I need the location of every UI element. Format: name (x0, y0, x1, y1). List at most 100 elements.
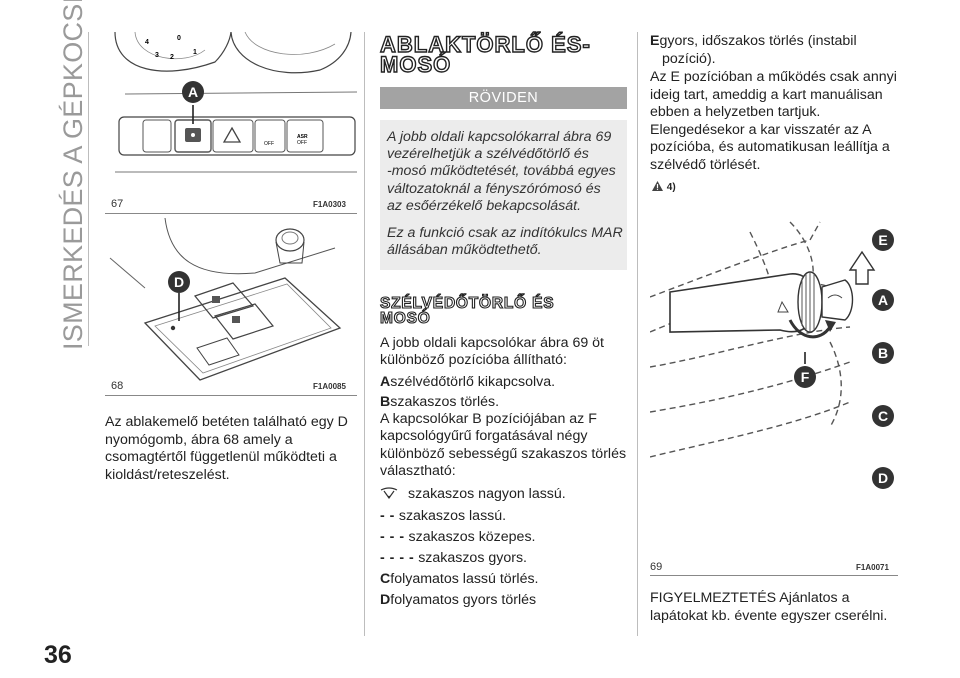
speed-item: szakaszos nagyon lassú. (380, 486, 566, 504)
text-line: az esőérzékelő bekapcsolását. (387, 197, 582, 214)
text-line: különböző sebességű szakaszos törlés (380, 446, 627, 462)
text-line: vezérelhetjük a szélvédőtörlő és (387, 146, 589, 163)
switch-indicator (170, 325, 176, 331)
push-arrow-icon (848, 250, 876, 285)
label-badge-a (872, 289, 894, 311)
dial-number-0: 0 (177, 35, 181, 42)
label-badge-c (872, 405, 894, 427)
dial-number-3: 3 (155, 52, 159, 59)
position-a-item: Aszélvédőtörlő kikapcsolva. (380, 374, 555, 392)
position-text: szélvédőtörlő kikapcsolva. (390, 374, 556, 390)
position-text: gyors, időszakos törlés (instabil (659, 33, 857, 49)
warning-ref-text: 4) (666, 182, 676, 193)
intro-line: A jobb oldali kapcsolókar ábra 69 öt (380, 335, 604, 351)
text-line: ideig tart, ameddig a kart manuálisan (650, 86, 883, 103)
side-title-text: ISMERKEDÉS A GÉPKOCSIVAL (58, 0, 88, 350)
text-line: változatoknál a fényszórómosó és (387, 180, 601, 197)
label-badge-a (182, 81, 204, 103)
summary-paragraph-1: A jobb oldali kapcsolókarral ábra 69 vez… (387, 129, 616, 215)
label-badge-b (872, 342, 894, 364)
column-divider-1 (364, 32, 365, 636)
figure-code: F1A0303 (313, 200, 346, 209)
label-badge-e (872, 229, 894, 251)
position-text-cont: pozíció). (662, 50, 716, 67)
speed-item: - - - - szakaszos gyors. (380, 550, 527, 568)
asr-label: ASR (297, 134, 308, 140)
figure-69: E A B F C D 69 F1A0071 (650, 212, 898, 576)
speed-text: szakaszos gyors. (418, 550, 527, 566)
dial-number-4: 4 (145, 39, 149, 46)
position-e-item: Egyors, időszakos törlés (instabil pozíc… (650, 33, 857, 68)
speed-symbol: - - - (380, 529, 405, 545)
speed-text: szakaszos közepes. (408, 529, 536, 545)
text-line: Az E pozícióban a működés csak annyi (650, 69, 897, 85)
mirror-knob (275, 228, 305, 252)
heading-line: ABLAKTÖRLŐ ÉS- (379, 32, 591, 57)
off-label: OFF (264, 141, 274, 147)
figure-67: 4 0 3 2 1 OFF ASR OFF A 67 F1A0303 (105, 32, 357, 214)
rotate-arrow (788, 319, 832, 339)
column-divider-2 (637, 32, 638, 636)
heading-line: SZÉLVÉDŐTÖRLŐ ÉS (379, 295, 555, 312)
position-text: folyamatos gyors törlés (390, 592, 537, 608)
label-d-text: D (878, 470, 888, 486)
heading-line: MOSÓ (379, 52, 452, 77)
text-line: FIGYELMEZTETÉS Ajánlatos a (650, 590, 850, 606)
summary-paragraph-2: Ez a funkció csak az indítókulcs MAR áll… (387, 225, 623, 259)
window-switch-paragraph: Az ablakemelő betéten található egy D ny… (105, 414, 348, 484)
dashboard-switch-illustration: 4 0 3 2 1 OFF ASR OFF A (114, 32, 357, 173)
warning-reference: 4) (651, 180, 676, 193)
window-lock-icon-2 (232, 316, 240, 323)
position-key: C (380, 571, 391, 587)
wiper-intermittent-icon (380, 487, 398, 500)
speed-item: - - - szakaszos közepes. (380, 529, 535, 547)
speed-item: - - szakaszos lassú. (380, 508, 506, 526)
wiper-stalk-illustration: E A B F C D (650, 221, 894, 489)
label-badge-d (872, 467, 894, 489)
dial-number-2: 2 (170, 54, 174, 61)
text-line: lapátokat kb. évente egyszer cserélni. (650, 607, 888, 624)
text-line: állásában működtethető. (387, 242, 542, 259)
position-key: D (380, 592, 391, 608)
position-key: B (380, 394, 391, 410)
text-line: kioldást/reteszelést. (105, 466, 230, 483)
label-d-text: D (174, 274, 184, 290)
figure-number: 67 (111, 198, 124, 210)
label-b-text: B (878, 345, 888, 361)
position-key: E (650, 33, 660, 49)
summary-box: A jobb oldali kapcsolókarral ábra 69 vez… (380, 120, 627, 270)
side-rule (88, 32, 89, 346)
figure-68: D 68 F1A0085 (105, 218, 357, 396)
label-badge-f (794, 366, 816, 388)
speed-symbol: - - (380, 508, 395, 524)
position-text: szakaszos törlés. (390, 394, 500, 410)
figure-number: 69 (650, 561, 663, 573)
speed-symbol: - - - - (380, 550, 415, 566)
text-line: -mosó működtetését, továbbá egyes (387, 163, 616, 180)
position-d-item: Dfolyamatos gyors törlés (380, 592, 536, 610)
text-line: Elengedésekor a kar visszatér az A (650, 121, 872, 138)
text-line: pozícióba, és automatikusan leállítja a (650, 139, 890, 155)
text-line: csomagtértől függetlenül működteti a (105, 449, 337, 465)
label-c-text: C (878, 408, 888, 424)
position-text: folyamatos lassú törlés. (390, 571, 539, 587)
position-c-item: Cfolyamatos lassú törlés. (380, 571, 539, 589)
dial-number-1: 1 (193, 49, 197, 56)
intro-line: különböző pozícióba állítható: (380, 352, 567, 368)
text-line: ebben a helyzetben tartjuk. (650, 104, 821, 120)
position-b-item: Bszakaszos törlés. (380, 394, 499, 412)
section-heading: ABLAKTÖRLŐ ÉS- MOSÓ (379, 32, 591, 77)
text-line: Az ablakemelő betéten található egy D (105, 414, 348, 430)
text-line: Ez a funkció csak az indítókulcs MAR (387, 225, 623, 241)
text-line: A kapcsolókar B pozíciójában az F (380, 411, 597, 427)
label-e-text: E (878, 232, 887, 248)
speed-text: szakaszos nagyon lassú. (408, 486, 566, 502)
label-a-text: A (188, 84, 198, 100)
heading-line: MOSÓ (379, 310, 431, 327)
label-badge-d (168, 271, 190, 293)
position-key: A (380, 374, 391, 390)
speed-text: szakaszos lassú. (398, 508, 507, 524)
text-line: választható: (380, 463, 456, 479)
figure-code: F1A0071 (856, 563, 889, 572)
asr-off-label: OFF (297, 140, 307, 146)
